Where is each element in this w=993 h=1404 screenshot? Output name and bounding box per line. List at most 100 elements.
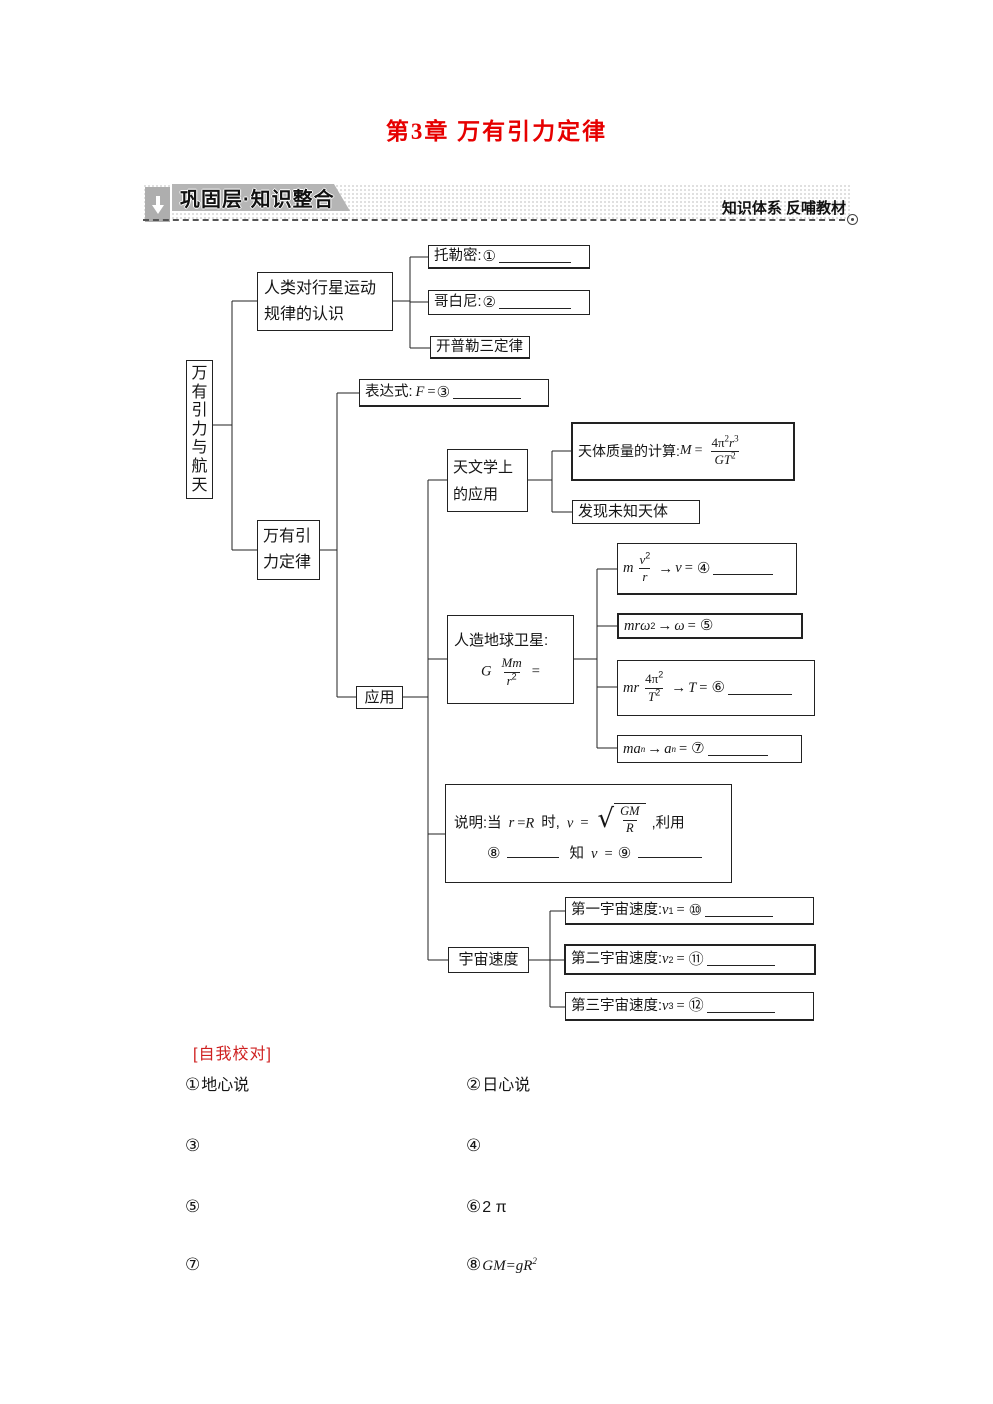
- node-application: 应用: [356, 686, 403, 709]
- circled-number: ①: [482, 247, 496, 265]
- circled-number: ④: [466, 1136, 482, 1155]
- math-token: =: [531, 664, 540, 681]
- math-fraction: v2 r: [636, 550, 653, 585]
- node-astronomy-application: 天文学上 的应用: [447, 449, 528, 512]
- math-token: =: [676, 902, 685, 919]
- circled-number: ③: [436, 383, 451, 401]
- math-token: R: [525, 815, 535, 832]
- down-arrow-icon: [145, 187, 170, 222]
- math-token: 2: [731, 450, 736, 461]
- math-token: m: [623, 560, 634, 577]
- node-planet-motion-understanding: 人类对行星运动 规律的认识: [257, 272, 393, 331]
- blank-line: [706, 953, 775, 966]
- circled-number: ①: [185, 1075, 201, 1094]
- math-token: a: [664, 740, 672, 757]
- node-expression: 表达式: F = ③: [359, 379, 549, 407]
- answer-item: ③: [184, 1136, 201, 1156]
- banner-tab: 巩固层·知识整合: [172, 184, 350, 211]
- math-fraction: Mm r2: [499, 656, 525, 688]
- answer-item: ④: [465, 1136, 482, 1156]
- math-token: v: [675, 560, 682, 577]
- banner-right-label: 知识体系 反哺教材: [721, 200, 846, 217]
- math-token: r: [506, 672, 512, 688]
- math-token: ω: [674, 617, 685, 634]
- math-token: =: [517, 815, 526, 832]
- label-line: 规律的认识: [264, 305, 345, 323]
- math-token: 3: [734, 433, 739, 444]
- circled-number: ⑫: [688, 997, 704, 1015]
- circled-number: ⑩: [688, 901, 703, 919]
- math-token: T: [648, 688, 656, 704]
- blank-line: [507, 845, 560, 859]
- math-token: =: [684, 560, 693, 577]
- page-title: 第3章 万有引力定律: [385, 119, 608, 144]
- math-token: =: [427, 384, 436, 401]
- label-line: 人造地球卫星:: [454, 631, 549, 649]
- math-token: F: [415, 384, 425, 401]
- note-line-2: ⑧ 知 v = ⑨: [454, 844, 703, 864]
- node-copernicus: 哥白尼:②: [428, 290, 590, 315]
- math-token: 4π: [711, 434, 725, 450]
- satellite-formula: G Mm r2 =: [481, 656, 540, 688]
- math-token: =: [676, 951, 685, 968]
- math-token: =: [699, 679, 708, 696]
- circled-number: ⑦: [691, 740, 705, 758]
- label: 知: [569, 846, 585, 863]
- blank-line: [498, 250, 571, 263]
- math-token: M: [679, 443, 692, 459]
- node-cosmic-velocity: 宇宙速度: [448, 947, 529, 973]
- circled-number: ⑥: [711, 679, 725, 697]
- math-token: 2: [645, 550, 651, 561]
- answer-item: ⑦: [184, 1255, 201, 1275]
- label: 第一宇宙速度:: [571, 902, 663, 919]
- node-root-gravitation-and-spaceflight: 万有引力与航天: [186, 360, 213, 499]
- node-discover-unknown-bodies: 发现未知天体: [572, 500, 700, 524]
- circled-number: ②: [466, 1075, 482, 1094]
- label-line: 天文学上: [453, 458, 514, 476]
- blank-line: [638, 845, 703, 859]
- blank-line: [453, 386, 522, 399]
- blank-line: [707, 743, 768, 756]
- fraction-denominator: r2: [503, 671, 520, 688]
- math-token: v: [662, 902, 669, 919]
- answer-text: 日心说: [482, 1077, 531, 1094]
- math-token: 2: [655, 687, 661, 698]
- math-token: mr: [623, 679, 640, 696]
- circled-number: ②: [482, 293, 496, 311]
- math-token: mrω: [624, 617, 651, 634]
- blank-line: [498, 296, 571, 309]
- radical-sign: √: [597, 804, 615, 835]
- math-token: T: [688, 679, 697, 696]
- math-token: =: [580, 815, 589, 832]
- node-ptolemy: 托勒密:①: [428, 245, 590, 269]
- fraction-denominator: T2: [645, 687, 664, 704]
- math-fraction: 4π2 T2: [642, 670, 666, 704]
- node-law-of-gravitation: 万有引 力定律: [257, 520, 320, 580]
- node-kepler-three-laws: 开普勒三定律: [430, 336, 530, 359]
- circled-number: ⑥: [466, 1197, 482, 1216]
- arrow-icon: →: [647, 740, 663, 758]
- math-token: =: [604, 846, 613, 863]
- arrow-icon: →: [658, 559, 674, 577]
- label: 哥白尼:: [434, 294, 482, 311]
- math-token: r: [729, 434, 735, 450]
- answer-item: ⑤: [184, 1197, 201, 1217]
- circled-number: ⑤: [699, 617, 714, 635]
- math-token: GM: [620, 803, 640, 818]
- math-token: =: [694, 443, 703, 459]
- math-token: R: [623, 819, 637, 836]
- label: 发现未知天体: [578, 503, 669, 521]
- circled-number: ③: [185, 1136, 201, 1155]
- node-celestial-mass-calculation: 天体质量的计算: M = 4π2r3 GT2: [571, 422, 795, 481]
- circled-number: ⑨: [617, 845, 632, 863]
- label: 时,: [541, 815, 560, 832]
- math-token: v: [662, 951, 669, 968]
- math-token: GM=gR: [482, 1258, 533, 1274]
- math-token: 2: [724, 433, 730, 444]
- blank-line: [727, 682, 792, 695]
